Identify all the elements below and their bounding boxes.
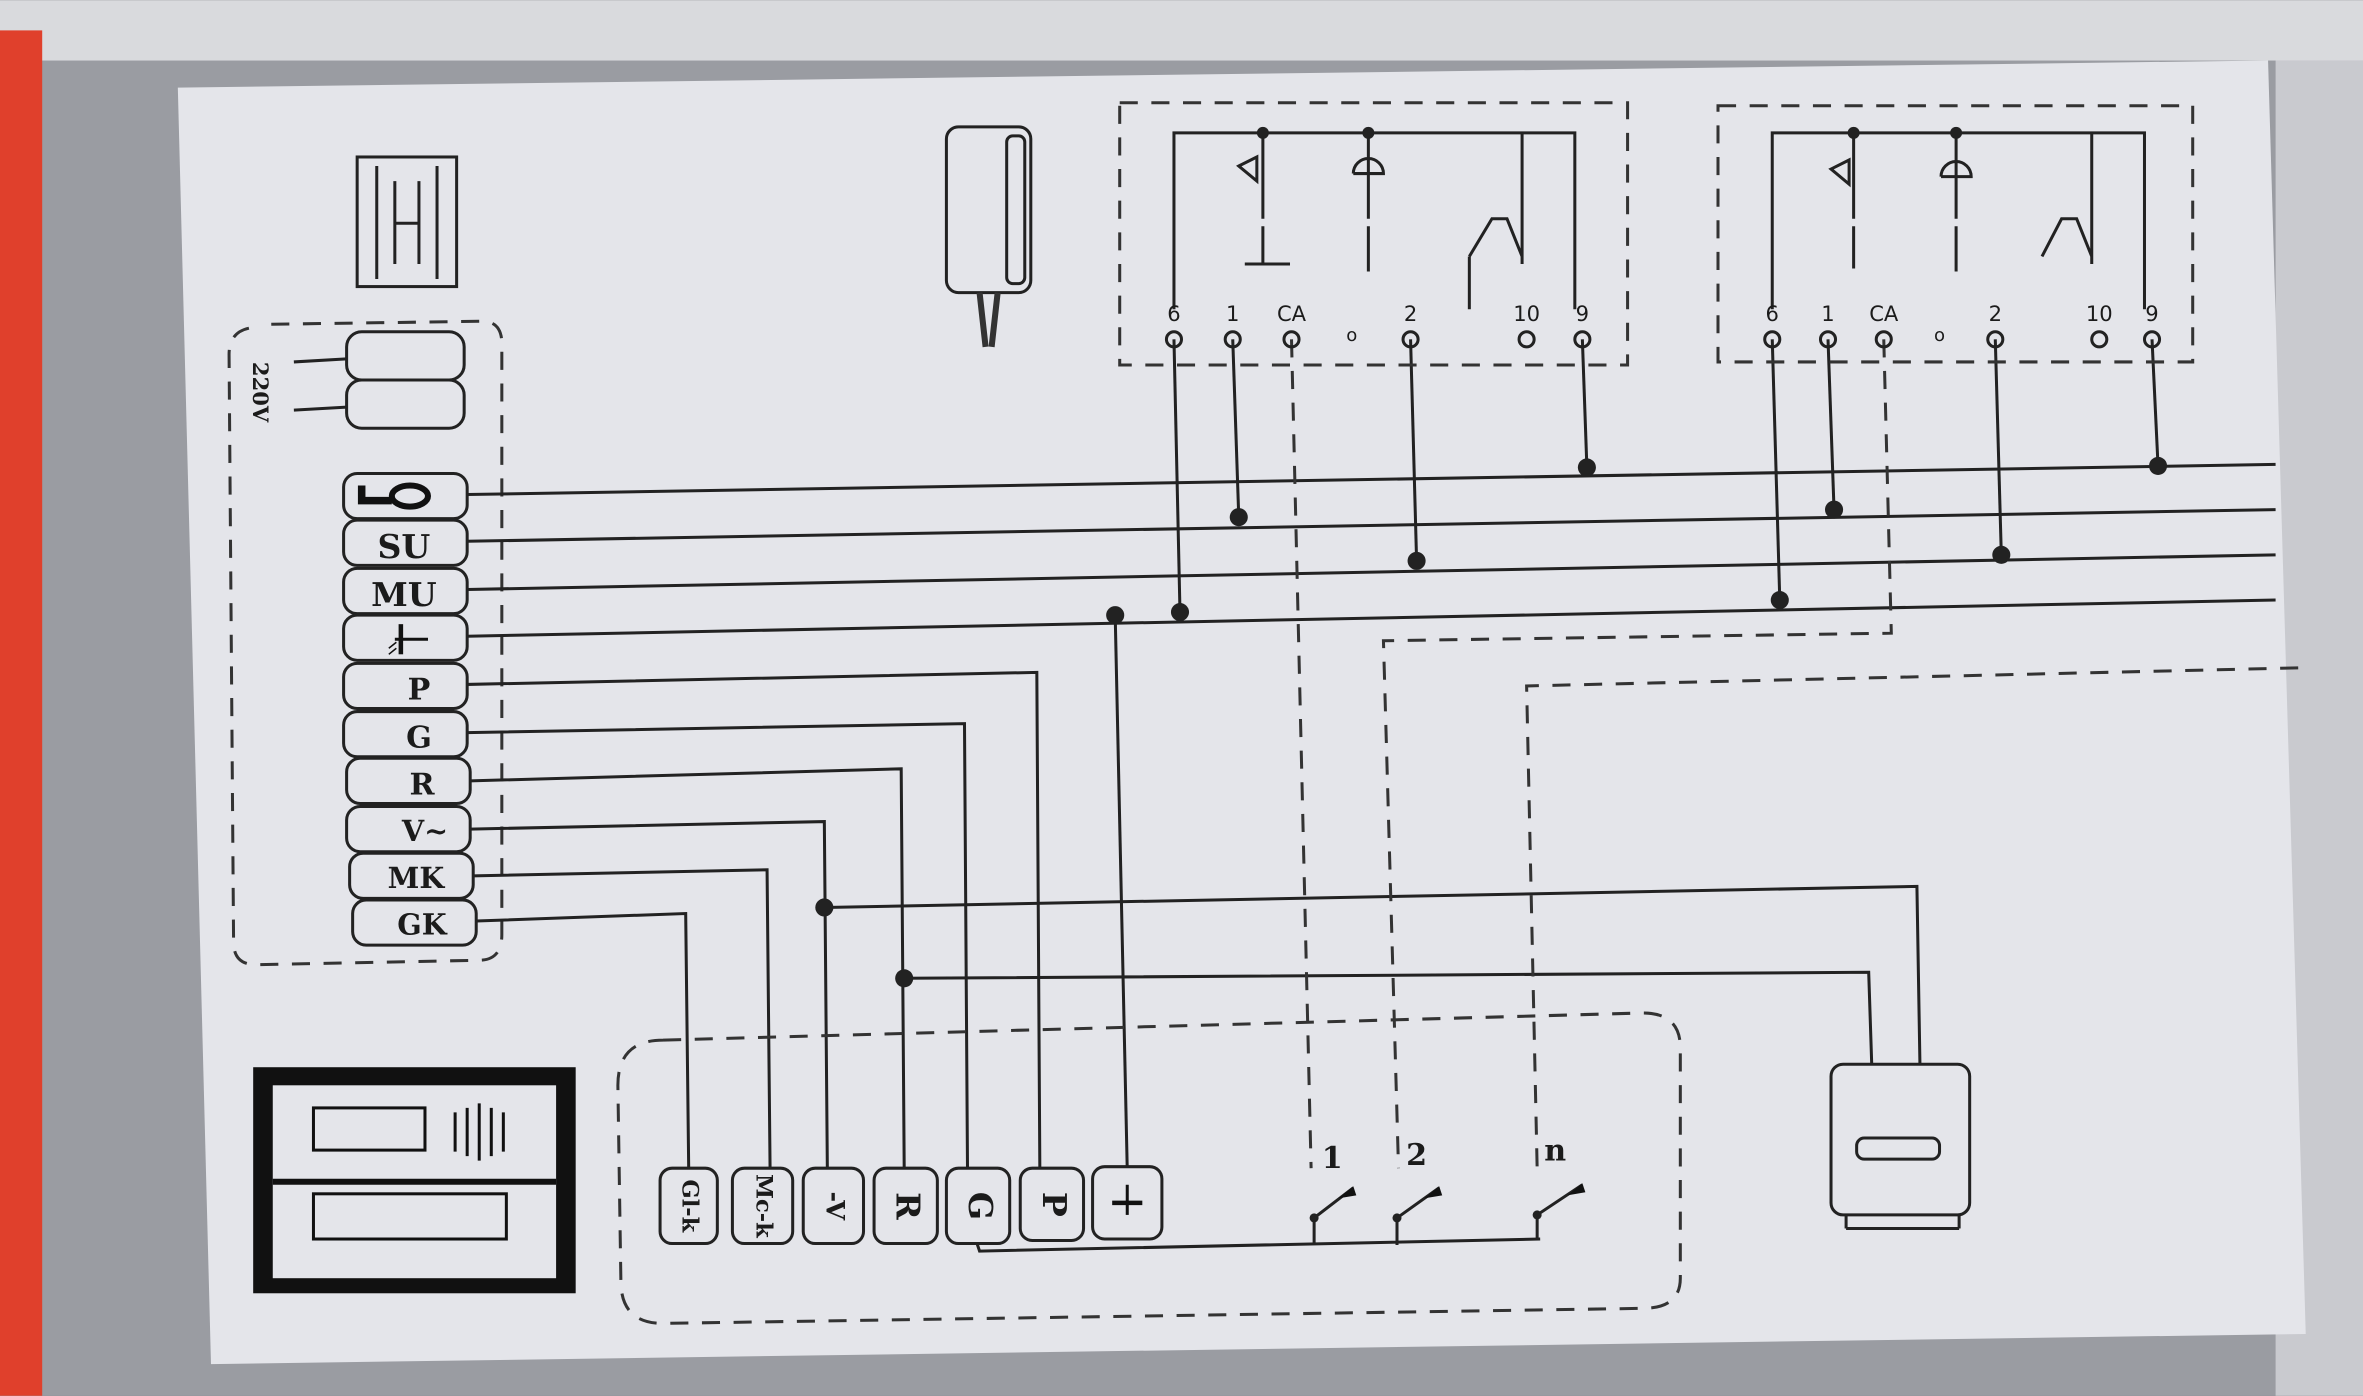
- terminal-block: SU MU P G R V~ MK GK: [342, 471, 478, 947]
- terminal-p: P: [1018, 1166, 1086, 1243]
- call-wires: [1290, 339, 2299, 1169]
- bus-wires: [467, 339, 2276, 1253]
- terminal-g: G: [342, 710, 469, 759]
- svg-text:P: P: [408, 673, 431, 708]
- call-button-1: 1: [1309, 1141, 1357, 1246]
- svg-text:1: 1: [1821, 301, 1834, 326]
- wire-p: [467, 670, 1042, 1170]
- svg-text:1: 1: [1322, 1141, 1343, 1176]
- svg-text:GK: GK: [397, 908, 447, 942]
- svg-text:Mc-k: Mc-k: [751, 1174, 777, 1239]
- terminal-v: V~: [345, 804, 472, 854]
- wire-key: [467, 462, 2276, 497]
- terminal-p: P: [342, 661, 469, 711]
- wire-lock-b: [904, 970, 1874, 1065]
- handset-unit-1: 6 1 CA o 2 10 9: [1118, 101, 1630, 367]
- terminal-r: R: [872, 1166, 939, 1246]
- key-icon: [357, 482, 432, 510]
- svg-text:CA: CA: [1277, 301, 1307, 326]
- svg-text:9: 9: [2145, 301, 2158, 326]
- wire-g: [467, 722, 970, 1170]
- svg-text:6: 6: [1167, 301, 1180, 326]
- svg-text:10: 10: [1513, 301, 1540, 326]
- svg-text:MU: MU: [371, 575, 437, 614]
- wire-v: [470, 820, 829, 1170]
- wire-mk: [473, 868, 772, 1170]
- wire-su: [467, 508, 2276, 543]
- junction-dots: [815, 456, 2168, 988]
- terminal-r: R: [345, 756, 472, 805]
- red-edge: [0, 30, 43, 1396]
- terminal-su: SU: [342, 518, 469, 567]
- svg-text:o: o: [1346, 325, 1357, 346]
- terminal-gk: GK: [351, 898, 478, 947]
- wire-r: [470, 767, 906, 1170]
- power-supply-unit: 220V: [227, 319, 504, 967]
- wire-ground: [467, 598, 2276, 638]
- svg-text:G: G: [406, 721, 432, 756]
- terminal-mc-k: Mc-k: [730, 1166, 795, 1246]
- svg-text:9: 9: [1576, 301, 1589, 326]
- ground-icon: [1112, 1184, 1143, 1215]
- svg-text:-V: -V: [819, 1192, 849, 1222]
- svg-text:6: 6: [1766, 301, 1779, 326]
- handset-icon: [944, 125, 1033, 348]
- ground-icon: [388, 624, 428, 655]
- terminal-mu: MU: [342, 566, 469, 616]
- svg-text:10: 10: [2086, 301, 2113, 326]
- wire-ground-drop: [1113, 615, 1129, 1170]
- svg-text:SU: SU: [377, 527, 430, 566]
- top-surface: [0, 0, 2363, 61]
- svg-text:2: 2: [1406, 1138, 1427, 1173]
- terminal-labels: 6 1 CA o 2 10 9: [1766, 301, 2159, 346]
- svg-text:G: G: [961, 1192, 1000, 1220]
- handset-unit-2: 6 1 CA o 2 10 9: [1716, 104, 2195, 364]
- svg-text:R: R: [889, 1192, 928, 1220]
- terminal-minus-v: -V: [801, 1166, 866, 1246]
- call-button-2: 2: [1392, 1138, 1443, 1246]
- wire-mu: [467, 553, 2276, 592]
- terminal-key: [342, 471, 469, 521]
- terminal-labels: 6 1 CA o 2 10 9: [1167, 301, 1589, 346]
- door-panel-terminals: Gl-k Mc-k -V R G P: [658, 1165, 1164, 1246]
- svg-text:R: R: [409, 767, 435, 802]
- power-label: 220V: [248, 362, 273, 423]
- terminal-mk: MK: [348, 851, 475, 900]
- svg-text:n: n: [1544, 1134, 1566, 1169]
- terminal-ground: [342, 613, 469, 662]
- svg-text:MK: MK: [388, 861, 446, 895]
- svg-text:2: 2: [1404, 301, 1417, 326]
- svg-text:Gl-k: Gl-k: [677, 1179, 703, 1233]
- call-button-n: n: [1532, 1134, 1586, 1240]
- call-buttons: 1 2 n: [1309, 1134, 1586, 1246]
- terminal-gl-k: Gl-k: [658, 1166, 719, 1246]
- panel-icon: [355, 155, 459, 289]
- svg-text:1: 1: [1226, 301, 1239, 326]
- svg-text:V~: V~: [401, 814, 448, 848]
- terminal-g: G: [944, 1166, 1012, 1246]
- wire-gk: [476, 911, 691, 1170]
- door-lock-icon: [1829, 1062, 1972, 1230]
- terminal-ground: [1091, 1165, 1164, 1241]
- svg-text:CA: CA: [1869, 301, 1899, 326]
- svg-text:2: 2: [1989, 301, 2002, 326]
- mains-terminal: [345, 330, 466, 382]
- mains-terminal: [345, 378, 466, 430]
- svg-text:o: o: [1934, 325, 1945, 346]
- wire-lock-a: [824, 884, 1922, 1065]
- door-panel-icon: [253, 1067, 576, 1294]
- door-panel-boundary: [616, 1011, 1682, 1325]
- svg-text:P: P: [1035, 1192, 1074, 1217]
